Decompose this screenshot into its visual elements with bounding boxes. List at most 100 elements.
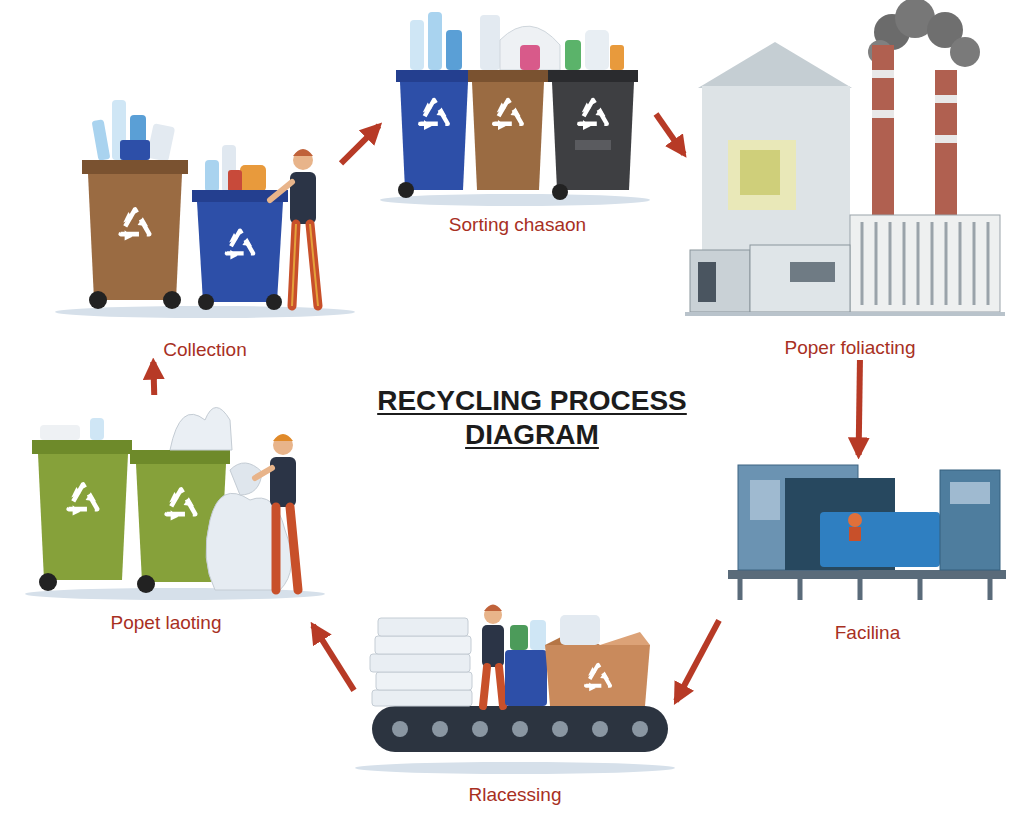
factory-illustration-part [702,86,850,256]
green-bins-illustration-part [69,484,98,515]
conveyor-illustration-part [392,721,408,737]
sorting-illustration-part [380,194,650,206]
sorting-illustration-part [428,12,442,70]
conveyor-illustration-part [372,690,472,706]
diagram-title: RECYCLING PROCESS DIAGRAM [357,384,707,452]
sorting-illustration-part [446,30,462,70]
sorting-illustration-part [480,15,500,70]
sorting-illustration-part [400,82,468,190]
machine-illustration-part [820,512,940,567]
sorting-illustration-part [552,184,568,200]
green-bins-illustration-part [32,440,132,454]
collection-illustration-part [82,160,188,174]
conveyor-illustration-part [482,625,504,667]
conveyor-illustration-part [483,667,503,706]
conveyor-illustration-part [592,721,608,737]
factory-illustration-part [698,42,852,88]
stage-label: Facilina [719,621,1016,645]
stage-label: Rlacessing [354,783,676,807]
machine-illustration-part [940,470,1000,570]
process-stage: Facilina [719,455,1016,645]
green-bins-illustration [25,408,325,601]
collection-illustration-part [88,174,182,300]
factory-illustration-part [685,312,1005,316]
factory-illustration-part [935,95,957,103]
factory-illustration-part [740,150,780,195]
stage-label: Poper foliacting [684,336,1016,360]
collection-illustration-part [270,182,292,200]
sorting-illustration-part [520,45,540,70]
factory-illustration-part [790,262,835,282]
conveyor-illustration-part [505,650,547,706]
machine-illustration-part [750,480,780,520]
green-bins-illustration-part [273,435,293,455]
machine-illustration-part [849,527,861,541]
green-bins-illustration-part [255,468,272,478]
collection-illustration-part [92,119,111,160]
green-bins-illustration-part [137,575,155,593]
sorting-illustration-part [472,82,544,190]
conveyor-illustration-part [432,721,448,737]
collection-illustration-part [228,170,242,192]
green-bins-illustration-part [273,434,293,441]
flow-arrow [313,625,354,690]
green-bins-illustration-part [90,418,104,440]
sorting-illustration-part [500,26,560,70]
green-bins-illustration-part [130,450,230,464]
conveyor-illustration-part [512,721,528,737]
collection-illustration-part [293,149,313,156]
sorting-illustration-part [579,100,607,130]
collection-illustration-part [266,294,282,310]
process-stage: Sorting chasaon [379,5,656,237]
factory-illustration-part [698,262,716,302]
machine-illustration-part [950,482,990,504]
conveyor-illustration-part [586,665,610,691]
factory-illustration-part [862,222,988,305]
green-bins-illustration-part [39,573,57,591]
conveyor-illustration-part [600,632,650,645]
sorting-illustration-part [420,100,448,130]
factory-illustration-part [950,37,980,67]
collection-illustration-part [197,202,283,302]
collection-illustration-part [205,160,219,192]
sorting-illustration-part [565,40,581,70]
factory-illustration-part [935,135,957,143]
flow-arrow [656,114,684,154]
collection-illustration-part [89,291,107,309]
conveyor-illustration-part [545,645,650,706]
machine-illustration-part [728,570,1006,579]
collection-illustration-part [292,224,318,306]
conveyor-illustration-part [530,620,546,650]
green-bins-illustration-part [276,507,298,590]
stage-label: Sorting chasaon [379,213,656,237]
stage-label: Collection [69,338,341,362]
factory-illustration-part [872,70,894,78]
flow-arrow [341,126,379,164]
sorting-illustration-part [398,182,414,198]
green-bins-illustration-part [167,489,196,520]
machine-illustration [728,465,1006,600]
process-stage: Collection [69,90,341,362]
green-bins-illustration-part [40,425,80,440]
conveyor-illustration-part [375,636,471,654]
sorting-illustration-part [548,70,638,82]
stage-label: Popet laoting [19,611,313,635]
factory-illustration [685,0,1005,316]
conveyor-illustration-part [552,721,568,737]
collection-illustration-part [293,150,313,170]
sorting-illustration-part [610,45,624,70]
sorting-illustration-part [575,140,611,150]
conveyor-illustration-part [378,618,468,636]
collection-illustration-part [292,224,318,306]
factory-illustration-part [935,70,957,220]
sorting-illustration-part [396,70,472,82]
factory-illustration-part [690,250,750,312]
conveyor-illustration-part [560,615,600,645]
factory-illustration-part [750,245,850,312]
machine-illustration-part [848,513,862,527]
process-stage: Rlacessing [354,595,676,807]
conveyor-illustration-part [370,654,470,672]
factory-illustration-part [728,140,796,210]
collection-illustration-part [227,231,253,260]
green-bins-illustration-part [38,454,128,580]
